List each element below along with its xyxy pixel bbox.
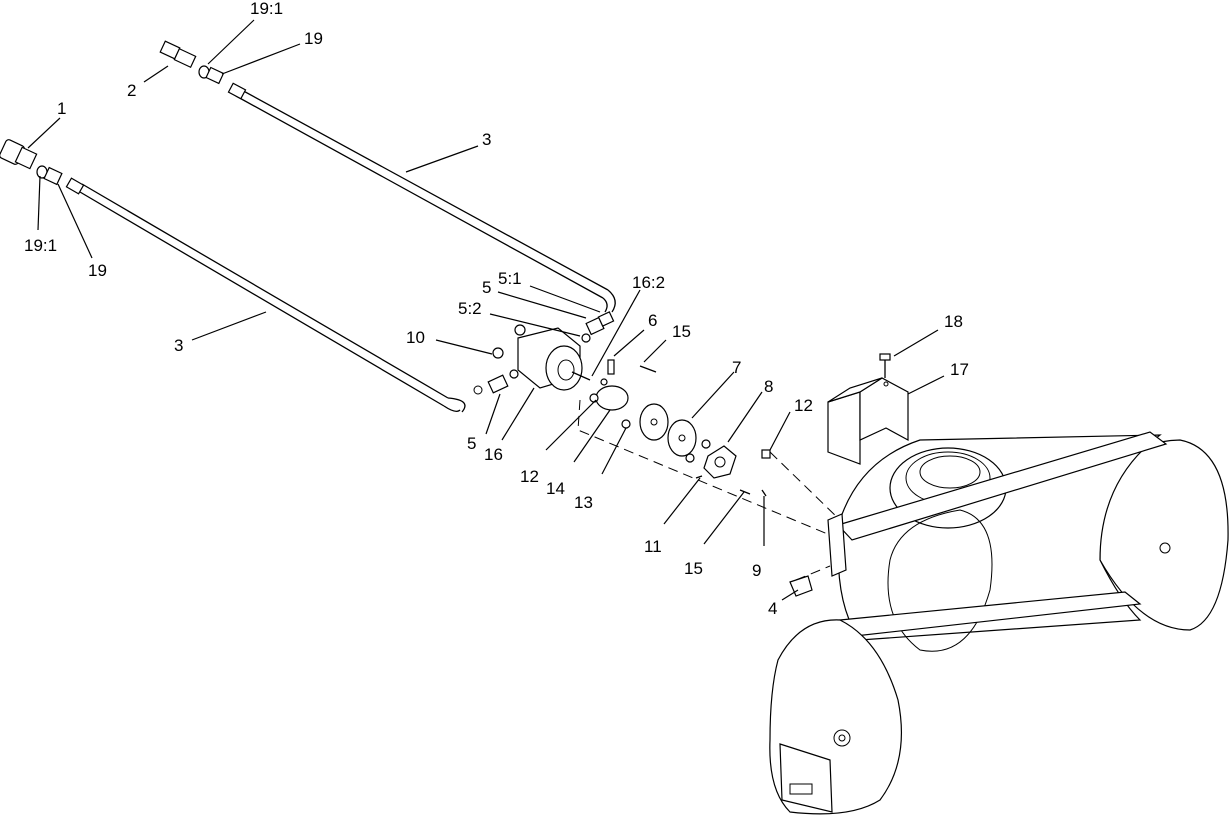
callout-4: 4 <box>768 599 777 618</box>
callout-15-top: 15 <box>672 322 691 341</box>
fitting-2 <box>159 40 225 85</box>
callout-15-bottom: 15 <box>684 559 703 578</box>
auger-housing <box>769 431 1229 815</box>
callout-6: 6 <box>648 311 657 330</box>
callout-3-upper: 3 <box>482 130 491 149</box>
callout-19-1-top: 19:1 <box>250 0 283 18</box>
cover-bracket-17 <box>827 377 909 465</box>
callout-5-bottom: 5 <box>467 434 476 453</box>
callout-13: 13 <box>574 493 593 512</box>
callout-19-left: 19 <box>88 261 107 280</box>
callout-10: 10 <box>406 328 425 347</box>
callout-5-1: 5:1 <box>498 269 522 288</box>
callout-17: 17 <box>950 360 969 379</box>
callout-3-lower: 3 <box>174 336 183 355</box>
callout-9: 9 <box>752 561 761 580</box>
callout-18: 18 <box>944 312 963 331</box>
callout-19-1-left: 19:1 <box>24 236 57 255</box>
upper-hose <box>227 82 616 313</box>
callout-labels: 1 2 19:1 19 3 19:1 19 3 5:1 5 5:2 10 5 1… <box>24 0 969 618</box>
callout-16-2: 16:2 <box>632 273 665 292</box>
callout-12-left: 12 <box>520 467 539 486</box>
callout-16: 16 <box>484 445 503 464</box>
callout-19-top: 19 <box>304 29 323 48</box>
hydraulic-motor-16 <box>492 324 591 391</box>
callout-8: 8 <box>764 377 773 396</box>
callout-5-2: 5:2 <box>458 299 482 318</box>
coupling-parts <box>589 359 771 497</box>
lower-hose <box>65 177 466 413</box>
callout-2: 2 <box>127 81 136 100</box>
callout-11: 11 <box>644 537 662 556</box>
leader-lines <box>27 19 945 601</box>
callout-12-right: 12 <box>794 396 813 415</box>
fittings-5 <box>473 311 615 395</box>
callout-5-top: 5 <box>482 278 491 297</box>
callout-7: 7 <box>732 358 741 377</box>
fitting-1 <box>0 139 63 186</box>
callout-1: 1 <box>57 99 66 118</box>
bolt-18 <box>879 353 891 378</box>
callout-14: 14 <box>546 479 565 498</box>
